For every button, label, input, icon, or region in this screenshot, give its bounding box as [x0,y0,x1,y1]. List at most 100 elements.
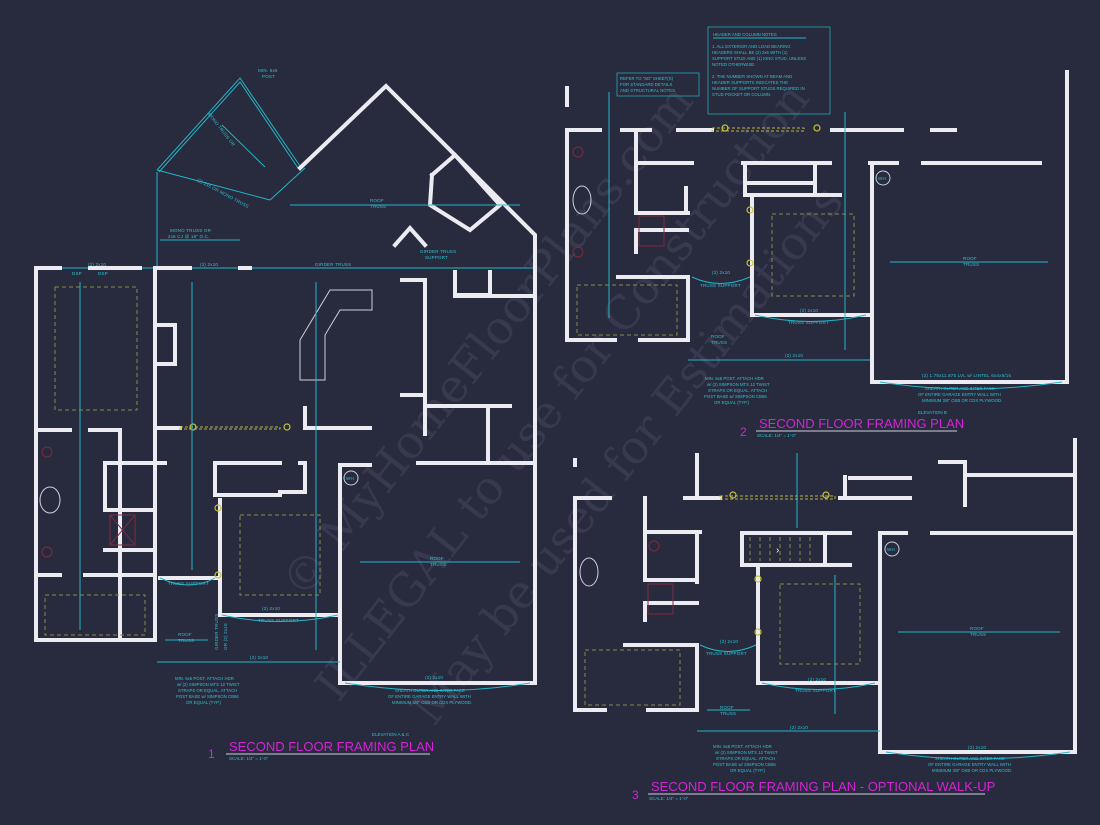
note-line: HEADERS SHALL BE (2) 2x6 WITH (1) [712,50,788,55]
roof-truss-label-4: TRUSS [178,638,194,643]
header-label-3: (2) 2x10 [790,725,808,730]
plan-2: WH ROOF TRUSS ROOF TRUSS TRUSS SUPPORT T… [565,70,1069,439]
post-note-line: OR EQUAL (TYP.) [714,400,750,405]
header-label-2: (2) 2x10 [800,308,818,313]
roof-truss-label-4: TRUSS [711,340,727,345]
girder-support-label-2: SUPPORT [425,255,448,260]
note-line: 1. ALL EXTERIOR AND LOAD BEARING [712,44,791,49]
mono-truss-label-3: MONO TRUSS OR [207,112,237,148]
header-label-4: (2) 2x10 [250,655,268,660]
truss-support-label-2: TRUSS SUPPORT [795,688,836,693]
sheath-note-line: SHEATH OUTER AND INTER FACE [935,756,1005,761]
header-label: (2) 2x10 [712,270,730,275]
roof-truss-label-3: ROOF [711,334,725,339]
post-note-line: STRAPS OR EQUAL. ATTACH [716,756,775,761]
header-label-2: (2) 2x10 [808,677,826,682]
post-note-line: STRAPS OR EQUAL. ATTACH [178,688,237,693]
note-line: 2. THE NUMBER SHOWN AT BEAM AND [712,74,792,79]
sheath-note-line: OF ENTIRE GARAGE ENTRY WALL WITH [388,694,471,699]
truss-support-label: TRUSS SUPPORT [706,651,747,656]
sheath-note-line: SHEATH OUTER AND INTER FACE [925,386,995,391]
sheath-note-line: MINIMUM 3/8" OSB OR CDX PLYWOOD. [922,398,1002,403]
mono-truss-label-2: 2x6 CJ @ 16" O.C. [168,234,210,239]
post-note-line: OR EQUAL (TYP.) [186,700,222,705]
watermark: © MyHomeFloorPlans.com ILLEGAL to use fo… [270,72,854,735]
plan1-upper-wall [297,83,537,270]
roof-truss-label-4: TRUSS [720,711,736,716]
header-column-notes: HEADER AND COLUMN NOTES 1. ALL EXTERIOR … [707,26,831,115]
plan-1: WH MIN. 6x6 POST MONO TRUSS OR 2x6 CJ @ … [34,68,537,761]
water-heater-label: WH [346,476,354,481]
note-line: STUD POCKET OR COLUMN. [712,92,771,97]
post-note-line: w/ (2) SIMPSON MTS 12 TWIST [715,750,778,755]
watermark-line-3: May be used for Estimations [400,175,854,735]
post-note: MIN. 6x6 POST. ATTACH HDR w/ (2) SIMPSON… [704,376,770,405]
plan-number: 2 [740,425,747,439]
lvl-label: (2) 1.75x11.875 LVL w/ LINTEL 6x4x5/16 [922,373,1011,378]
roof-truss-label-6: TRUSS [430,562,446,567]
truss-support-label: TRUSS SUPPORT [168,581,209,586]
truss-support-label-2: TRUSS SUPPORT [258,618,299,623]
plan-title: SECOND FLOOR FRAMING PLAN [229,739,434,754]
sheath-note: SHEATH OUTER AND INTER FACE OF ENTIRE GA… [388,688,472,705]
post-label: MIN. 6x6 [258,68,278,73]
refer-note: REFER TO "SD" SHEET(S) FOR STANDARD DETA… [616,72,700,97]
note-line: SUPPORT STUD AND (1) KING STUD, UNLESS [712,56,806,61]
truss-support-label: TRUSS SUPPORT [700,283,741,288]
post-note-line: MIN. 6x6 POST. ATTACH HDR [705,376,764,381]
girder-truss-label: GIRDER TRUSS [315,262,351,267]
post-note-line: MIN. 6x6 POST. ATTACH HDR [713,744,772,749]
plan-3: › WH ROOF TRUSS ROOF TRUSS TRUSS SUPPORT… [573,438,1077,802]
dsp-label: DSP [72,271,82,276]
header-label-4: (2) 2x10 [968,745,986,750]
plan-scale: SCALE: 1/4" = 1'-0" [757,433,797,438]
post-note-line: POST BASE w/ SIMPSON CB66 [713,762,776,767]
sheath-note-line: SHEATH OUTER AND INTER FACE [395,688,465,693]
plan-scale: SCALE: 1/4" = 1'-0" [649,796,689,801]
post-note-line: MIN. 6x6 POST. ATTACH HDR [175,676,234,681]
dsp-label-2: DSP [98,271,108,276]
refer-line: REFER TO "SD" SHEET(S) [620,76,674,81]
roof-truss-label: ROOF [963,256,977,261]
sheath-note-line: OF ENTIRE GARAGE ENTRY WALL WITH [928,762,1011,767]
roof-truss-label: ROOF [970,626,984,631]
plan-title: SECOND FLOOR FRAMING PLAN [759,416,964,431]
roof-truss-label-2: TRUSS [963,262,979,267]
post-note: MIN. 6x6 POST. ATTACH HDR w/ (2) SIMPSON… [175,676,240,705]
header-label-2: (2) 2x10 [200,262,218,267]
roof-truss-label: ROOF [370,198,384,203]
post-note-line: w/ (2) SIMPSON MTS 12 TWIST [177,682,240,687]
refer-line: AND STRUCTURAL NOTES. [620,88,676,93]
header-label: (2) 2x10 [720,639,738,644]
header-label: (2) 2x10 [88,262,106,267]
post-note-line: POST BASE w/ SIMPSON CB66 [176,694,239,699]
truss-support-label-2: TRUSS SUPPORT [788,320,829,325]
plan-title: SECOND FLOOR FRAMING PLAN - OPTIONAL WAL… [651,779,995,794]
elevation-label: ELEVATION B [918,410,947,415]
girder-or-label-2: OR (2) 2x10 [223,623,228,650]
girder-support-label: GIRDER TRUSS [420,249,456,254]
sheath-note: SHEATH OUTER AND INTER FACE OF ENTIRE GA… [928,756,1012,773]
roof-truss-label-2: TRUSS [970,632,986,637]
sheath-note-line: MINIMUM 3/8" OSB OR CDX PLYWOOD. [932,768,1012,773]
bay-outline [156,77,301,171]
post-note-line: w/ (2) SIMPSON MTS 12 TWIST [707,382,770,387]
water-heater-label: WH [887,547,895,552]
notes-title: HEADER AND COLUMN NOTES [713,32,777,37]
header-label-3: (2) 2x10 [262,606,280,611]
note-line: HEADER SUPPORTS INDICATES THE [712,80,788,85]
roof-truss-label-5: ROOF [430,556,444,561]
sheath-note: SHEATH OUTER AND INTER FACE OF ENTIRE GA… [918,386,1002,403]
stairs [749,537,811,561]
note-line: NUMBER OF SUPPORT STUDS REQUIRED IN [712,86,805,91]
plan-number: 1 [208,747,215,761]
post-note-line: POST BASE w/ SIMPSON CB66 [704,394,767,399]
header-label-5: (2) 2x10 [425,675,443,680]
mono-truss-label: MONO TRUSS OR [170,228,212,233]
roof-truss-label-3: ROOF [720,705,734,710]
sheath-note-line: MINIMUM 3/8" OSB OR CDX PLYWOOD. [392,700,472,705]
refer-line: FOR STANDARD DETAILS [620,82,672,87]
roof-truss-label-3: ROOF [178,632,192,637]
girder-or-label: GIRDER TRUSS [214,614,219,650]
